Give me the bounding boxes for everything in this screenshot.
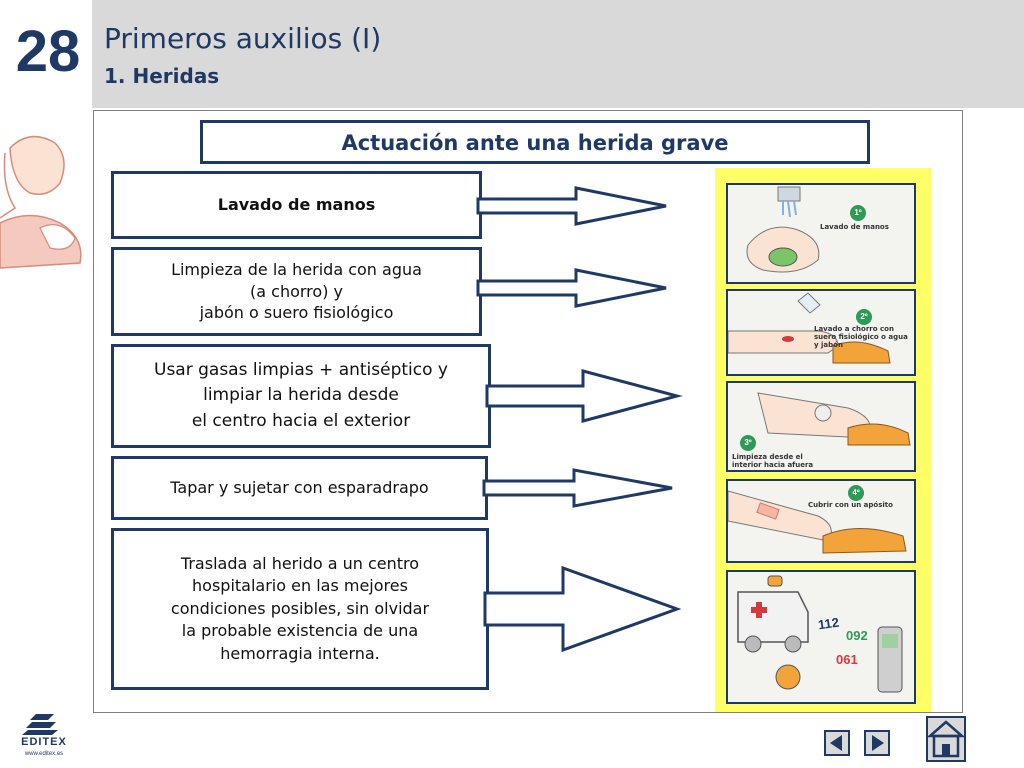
triangle-right-icon [872,735,884,751]
page-subtitle: 1. Heridas [104,64,220,88]
step-text: Traslada al herido a un centro [180,554,420,574]
step-badge: 3º [740,435,756,451]
illustration-wound-rinse: 2º Lavado a chorro con suero fisiológico… [726,289,916,376]
bandage-icon [727,490,907,554]
slide-number-box [0,0,92,108]
step-text: Usar gasas limpias + antiséptico y [154,359,448,380]
step-text: jabón o suero fisiológico [199,303,394,323]
step-badge: 1º [850,205,866,221]
step-text: Limpieza de la herida con agua [171,260,422,280]
arrow-right-icon [485,369,683,423]
logo-url: www.editex.es [24,751,64,757]
arrow-right-icon [476,186,667,226]
step-box-3: Usar gasas limpias + antiséptico y limpi… [111,344,491,448]
emergency-number: 112 [817,614,840,633]
illustration-ambulance-phone: 112 092 061 [726,570,916,704]
section-title: Actuación ante una herida grave [200,120,870,164]
step-box-5: Traslada al herido a un centro hospitala… [111,528,489,690]
step-text: limpiar la herida desde [203,385,399,406]
step-badge: 4º [848,485,864,501]
header-bar [0,0,1024,108]
illustration-gauze-cleaning: 3º Limpieza desde el interior hacia afue… [726,381,916,472]
home-button[interactable] [926,716,966,762]
step-text: hemorragia interna. [220,643,380,663]
illustration-label: Limpieza desde el interior hacia afuera [732,453,814,469]
hand-washing-icon [746,186,820,273]
gauze-cleaning-icon [757,392,911,446]
illustration-hand-washing: 1º Lavado de manos [726,183,916,284]
slide-number: 28 [15,19,81,84]
home-icon [926,716,966,762]
arrow-right-icon [482,468,673,508]
page-title: Primeros auxilios (I) [104,22,382,55]
ambulance-phone-icon [737,575,903,693]
arrow-right-icon [476,268,667,308]
illustration-label: Cubrir con un apósito [808,501,893,509]
step-text: Lavado de manos [217,195,376,215]
step-text: la probable existencia de una [181,621,419,641]
step-text: condiciones posibles, sin olvidar [170,598,430,618]
step-badge: 2º [856,309,872,325]
previous-slide-button[interactable] [824,730,850,756]
step-box-1: Lavado de manos [111,171,482,239]
emergency-number: 061 [836,652,858,667]
step-box-4: Tapar y sujetar con esparadrapo [111,456,488,520]
illustration-label: Lavado de manos [820,223,889,231]
step-text: hospitalario en las mejores [192,576,408,596]
arrow-right-icon [483,565,682,653]
first-aid-person-icon [0,135,82,269]
step-text: el centro hacia el exterior [191,410,411,431]
illustration-bandage: 4º Cubrir con un apósito [726,479,916,563]
emergency-number: 092 [846,628,868,643]
step-text: (a chorro) y [250,281,343,301]
wound-rinse-icon [727,292,891,364]
illustration-label: Lavado a chorro con suero fisiológico o … [814,325,908,349]
editex-logo [22,714,58,735]
step-box-2: Limpieza de la herida con agua (a chorro… [111,247,482,336]
logo-text: EDITEX [21,736,67,748]
step-text: Tapar y sujetar con esparadrapo [170,478,429,498]
triangle-left-icon [830,735,842,751]
next-slide-button[interactable] [864,730,890,756]
